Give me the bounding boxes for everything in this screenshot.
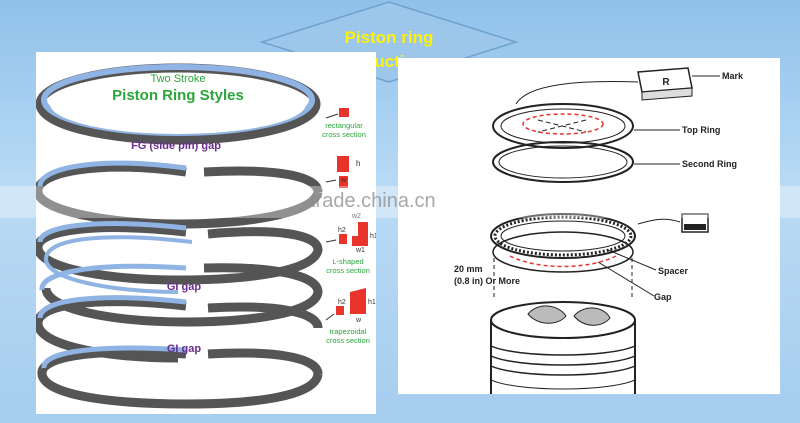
label-distance-mm: 20 mm [454, 264, 483, 274]
piston-ring-assembly-diagram: R Mark Top Ring Second Ring [454, 67, 744, 394]
watermark-text: trade.china.cn [310, 190, 436, 212]
dim-h: h [356, 159, 360, 168]
label-rectangular-cross-section: cross section [322, 130, 366, 139]
piston-ring-assembly-panel: R Mark Top Ring Second Ring [398, 58, 780, 394]
dim-w2: w2 [351, 213, 361, 220]
label-gap: Gap [654, 292, 672, 302]
heading-two-stroke: Two Stroke [150, 73, 205, 85]
cross-section-rectangular-dims: h w [325, 156, 360, 188]
label-rectangular: rectangular [325, 121, 363, 130]
piston [490, 301, 636, 394]
piston-ring-styles-diagram: Two Stroke Piston Ring Styles FG (side p… [33, 63, 378, 409]
spacer-ring [490, 213, 636, 298]
mark-letter: R [662, 77, 670, 88]
label-top-ring: Top Ring [682, 125, 720, 135]
label-l-shaped-cross-section: cross section [326, 266, 370, 275]
label-trapezoidal: trapezoidal [330, 327, 367, 336]
label-distance-in: (0.8 in) Or More [454, 276, 520, 286]
dim-w1: w1 [355, 247, 365, 254]
label-trapezoidal-cross-section: cross section [326, 336, 370, 345]
watermark-band [0, 186, 800, 218]
label-spacer: Spacer [658, 266, 689, 276]
ring-2 [33, 160, 323, 229]
label-second-ring: Second Ring [682, 159, 737, 169]
ring-4 [39, 235, 323, 327]
cross-section-trapezoidal: h2 h1 w trapezoidal cross section [325, 288, 376, 345]
dim-h1-trap: h1 [368, 299, 376, 306]
heading-piston-ring-styles: Piston Ring Styles [112, 87, 244, 104]
top-ring [492, 103, 634, 149]
dim-w-trap: w [355, 317, 362, 324]
ring-3 [33, 221, 323, 285]
label-mark: Mark [722, 71, 744, 81]
piston-ring-styles-panel: Two Stroke Piston Ring Styles FG (side p… [33, 52, 378, 414]
spacer-callout [637, 213, 709, 233]
dim-h2-trap: h2 [338, 299, 346, 306]
ring-1 [35, 63, 321, 145]
dim-h1: h1 [370, 233, 376, 240]
label-l-shaped: L-shaped [332, 257, 363, 266]
label-gi-gap-2: GI gap [167, 343, 202, 355]
label-gi-gap-1: GI gap [167, 281, 202, 293]
label-fg-gap: FG (side pin) gap [131, 140, 221, 152]
banner-title-line1: Piston ring [344, 28, 434, 47]
dim-w: w [340, 177, 347, 184]
cross-section-rectangular: rectangular cross section [322, 108, 366, 139]
dim-h2: h2 [338, 227, 346, 234]
mark-callout: R Mark [515, 67, 744, 105]
cross-section-l-shaped: w2 h2 h1 w1 L-shaped cross section [325, 213, 378, 275]
ring-6 [37, 345, 323, 409]
second-ring [492, 141, 634, 183]
